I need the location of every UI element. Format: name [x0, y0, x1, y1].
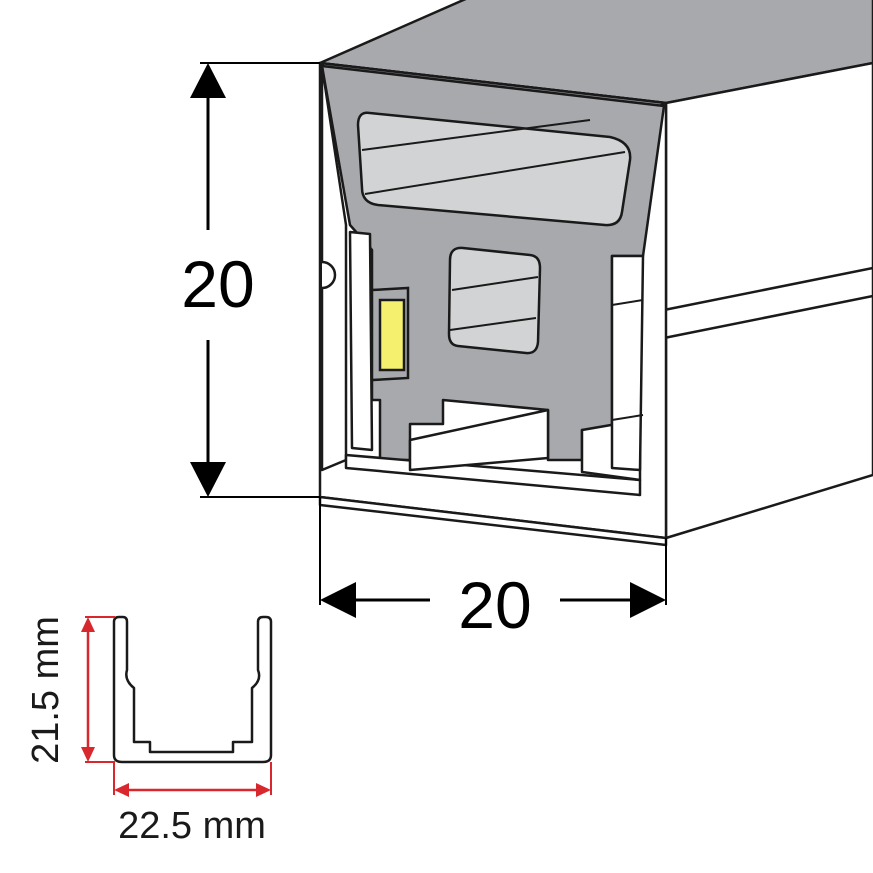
main-width-dimension: 20 [319, 497, 667, 642]
channel-height-arrow-down-icon [81, 747, 95, 762]
profile-left-slot [348, 230, 374, 452]
main-height-label: 20 [181, 247, 254, 321]
height-arrow-up-icon [190, 63, 226, 98]
profile-right-inner-wall [610, 254, 645, 472]
profile-3d-body [318, 0, 873, 547]
channel-width-arrow-right-icon [256, 783, 271, 797]
channel-height-dimension: 21.5 mm [25, 616, 115, 764]
channel-width-dimension: 22.5 mm [113, 762, 272, 847]
led-chip-icon [378, 298, 406, 372]
main-height-dimension: 20 [181, 62, 320, 498]
width-arrow-left-icon [320, 582, 356, 618]
channel-height-label: 21.5 mm [25, 616, 67, 764]
channel-width-label: 22.5 mm [118, 805, 266, 847]
width-arrow-right-icon [630, 582, 666, 618]
channel-height-arrow-up-icon [81, 617, 95, 632]
channel-width-arrow-left-icon [114, 783, 129, 797]
profile-middle-window [447, 246, 542, 355]
height-arrow-down-icon [190, 462, 226, 497]
channel-profile [112, 615, 273, 764]
channel-u-shape [112, 615, 273, 764]
main-width-label: 20 [458, 568, 531, 642]
profile-left-notch [321, 260, 337, 290]
led-strip [370, 286, 410, 382]
